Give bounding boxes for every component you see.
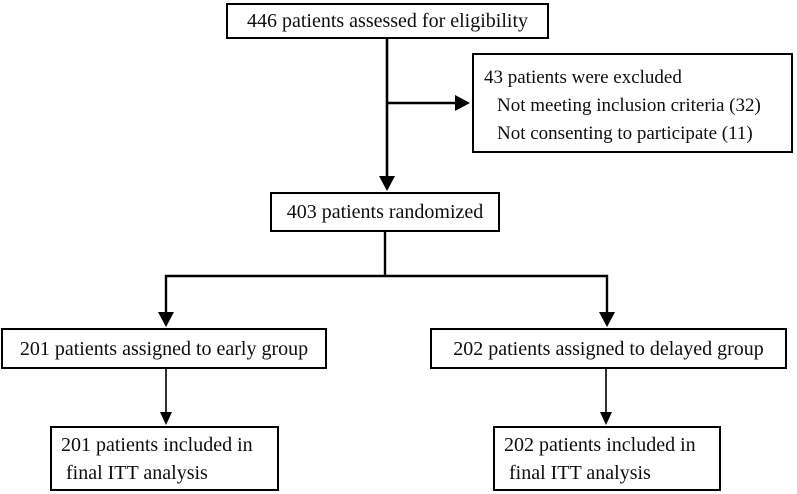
- arrowhead-into-randomized: [379, 176, 395, 191]
- box-delayed-group: 202 patients assigned to delayed group: [430, 328, 787, 369]
- box-assessed-for-eligibility: 446 patients assessed for eligibility: [226, 3, 549, 39]
- box-randomized: 403 patients randomized: [270, 192, 500, 232]
- arrowhead-into-delayed-group: [599, 312, 615, 327]
- delayed-itt-line-1: 202 patients included in: [504, 434, 696, 456]
- arrowhead-into-excluded: [455, 95, 470, 111]
- box-early-group-text: 201 patients assigned to early group: [19, 337, 309, 360]
- excluded-line-no-consent: Not consenting to participate (11): [497, 123, 753, 144]
- arrowhead-into-early-group: [158, 312, 174, 327]
- box-assessed-text: 446 patients assessed for eligibility: [246, 10, 529, 32]
- box-early-group: 201 patients assigned to early group: [1, 328, 327, 369]
- excluded-line-total: 43 patients were excluded: [484, 67, 682, 88]
- box-delayed-itt: 202 patients included in final ITT analy…: [493, 426, 721, 491]
- box-early-itt: 201 patients included in final ITT analy…: [50, 426, 279, 491]
- early-itt-line-1: 201 patients included in: [61, 434, 253, 456]
- connector-branch-bar: [164, 274, 609, 315]
- arrowhead-into-early-itt: [160, 412, 172, 425]
- box-excluded: 43 patients were excluded Not meeting in…: [472, 53, 793, 153]
- early-itt-line-2: final ITT analysis: [66, 462, 208, 484]
- box-delayed-group-text: 202 patients assigned to delayed group: [453, 337, 764, 360]
- delayed-itt-line-2: final ITT analysis: [509, 462, 651, 484]
- excluded-line-inclusion-criteria: Not meeting inclusion criteria (32): [497, 95, 761, 116]
- box-randomized-text: 403 patients randomized: [286, 201, 484, 223]
- arrowhead-into-delayed-itt: [600, 412, 612, 425]
